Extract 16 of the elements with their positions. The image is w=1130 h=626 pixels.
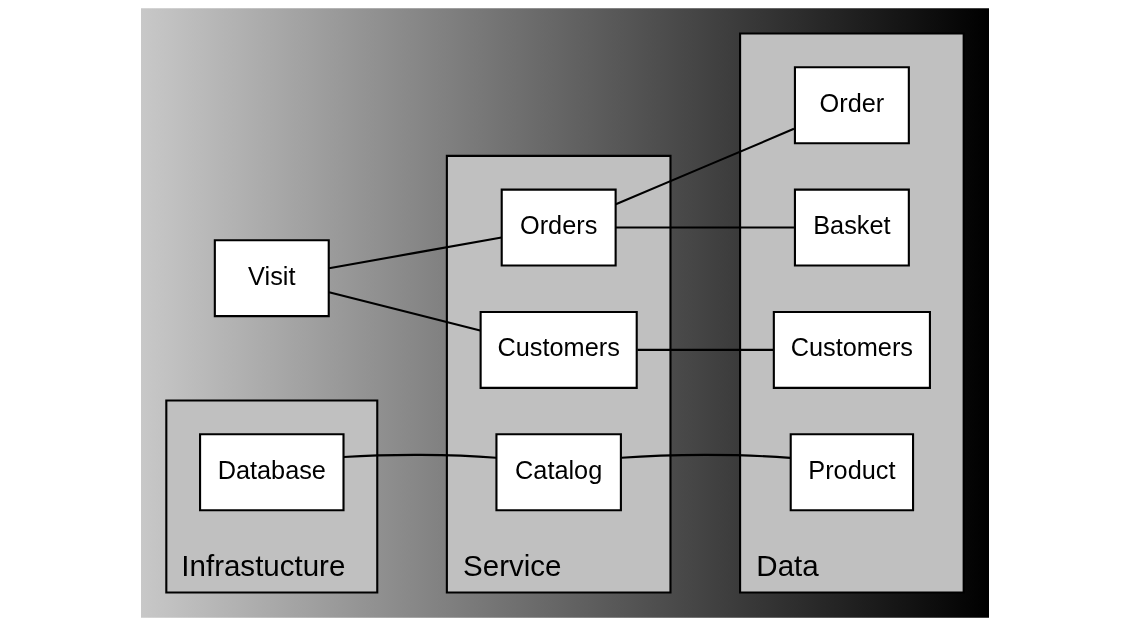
node-box: Catalog (495, 433, 622, 512)
node-box: Customers (479, 310, 638, 389)
node-box: Visit (213, 239, 330, 318)
connector (343, 453, 497, 459)
connector (615, 226, 794, 229)
node-box: Basket (793, 188, 910, 267)
node-box: Orders (500, 188, 617, 267)
connector (328, 236, 502, 270)
connector (621, 453, 791, 459)
node-box: Database (199, 433, 345, 512)
node-box: Customers (772, 310, 931, 389)
connector (615, 127, 795, 206)
connector (637, 348, 774, 351)
connector (328, 291, 481, 332)
node-box: Product (789, 433, 915, 512)
node-box: Order (793, 66, 910, 145)
